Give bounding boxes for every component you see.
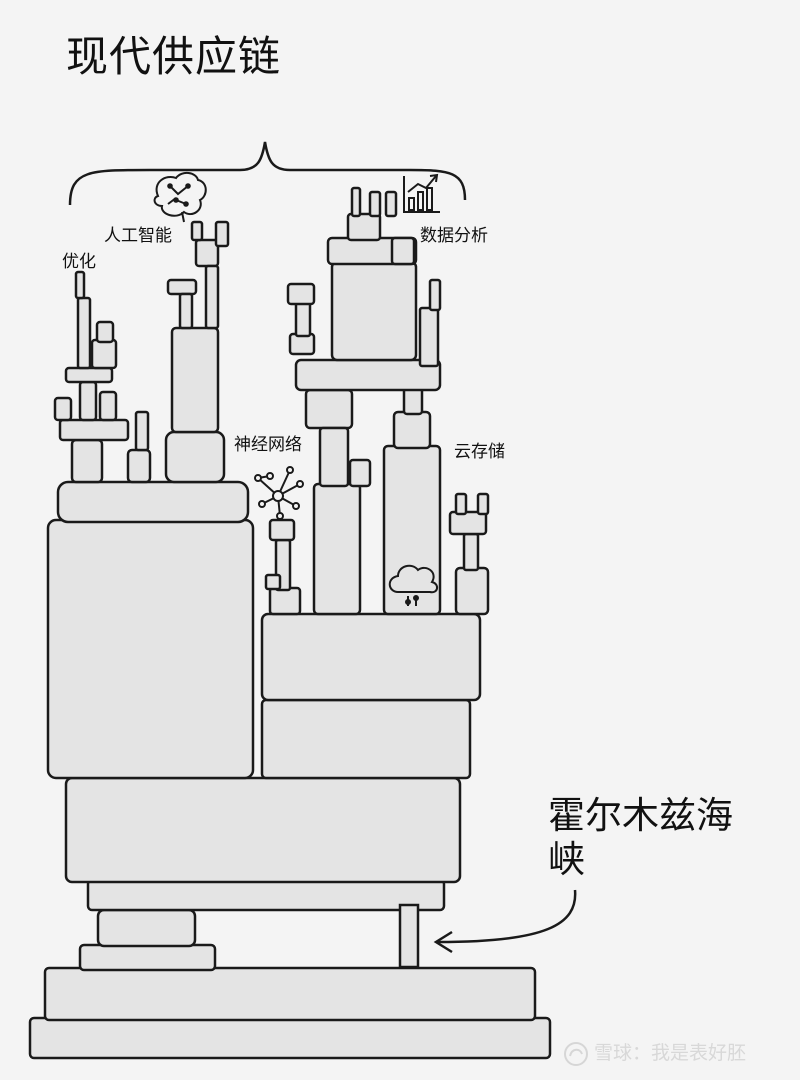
curly-brace	[68, 141, 467, 206]
stack-block	[312, 482, 362, 616]
stack-block	[43, 966, 537, 1022]
stack-block	[194, 238, 220, 268]
neural-network-icon	[254, 466, 304, 520]
stack-block	[392, 410, 432, 450]
stack-block	[476, 492, 490, 516]
stack-block	[90, 338, 118, 370]
stack-block	[268, 518, 296, 542]
stack-block	[53, 396, 73, 422]
stack-block	[166, 278, 198, 296]
cloud-storage-icon	[388, 564, 438, 606]
stack-block	[448, 510, 488, 536]
stack-block	[304, 388, 354, 430]
watermark-text: 雪球：我是表好胚	[594, 1042, 747, 1064]
stack-block	[286, 282, 316, 306]
stack-block	[58, 418, 130, 442]
stack-block	[330, 260, 418, 362]
stack-block	[74, 270, 86, 300]
stack-block	[214, 220, 230, 248]
label-ai: 人工智能	[104, 226, 172, 246]
label-strait-line1: 霍尔木兹海	[548, 794, 733, 837]
label-data-analysis: 数据分析	[420, 226, 488, 246]
stack-block	[28, 1016, 552, 1060]
stack-block	[260, 698, 472, 780]
stack-block	[454, 566, 490, 616]
stack-block	[350, 186, 362, 218]
label-strait-line2: 峡	[548, 838, 585, 881]
stack-block	[268, 586, 302, 616]
stack-block	[204, 264, 220, 330]
stack-block	[402, 386, 424, 416]
stack-block	[78, 380, 98, 422]
stack-block	[46, 518, 255, 780]
label-cloud-storage: 云存储	[454, 442, 505, 462]
brain-icon	[153, 172, 207, 223]
stack-block	[462, 532, 480, 572]
stack-block	[368, 190, 382, 218]
stack-block	[418, 306, 440, 368]
stack-block	[134, 410, 150, 452]
bar-chart-icon	[403, 173, 440, 213]
diagram-title: 现代供应链	[66, 32, 282, 81]
stack-block	[348, 458, 372, 488]
stack-blocks	[28, 186, 552, 1060]
stack-block	[64, 776, 462, 884]
stack-block	[294, 300, 312, 338]
stack-block	[76, 296, 92, 370]
stack-block	[95, 320, 115, 344]
stack-block	[56, 480, 250, 524]
stack-block	[390, 236, 416, 266]
stack-block	[384, 190, 398, 218]
stack-block	[454, 492, 468, 516]
stack-block	[318, 426, 350, 488]
stack-block	[428, 278, 442, 312]
label-optimization: 优化	[62, 252, 96, 272]
arrow-head	[433, 930, 453, 954]
stack-block	[190, 220, 204, 242]
stack-block	[64, 366, 114, 384]
stack-block	[98, 390, 118, 422]
stack-block	[164, 430, 226, 484]
stack-block	[294, 358, 442, 392]
pointer-arrow	[437, 889, 577, 944]
stack-block	[126, 448, 152, 484]
stack-block	[178, 292, 194, 330]
stack-block	[78, 943, 217, 972]
hormuz-pillar	[398, 903, 420, 969]
stack-block	[96, 908, 197, 948]
stack-block	[346, 212, 382, 242]
stack-block	[264, 573, 282, 591]
snowball-logo-icon	[564, 1042, 588, 1066]
stack-block	[70, 438, 104, 484]
label-neural-network: 神经网络	[234, 435, 302, 455]
stack-block	[86, 878, 446, 912]
stack-block	[260, 612, 482, 702]
stack-block	[170, 326, 220, 434]
